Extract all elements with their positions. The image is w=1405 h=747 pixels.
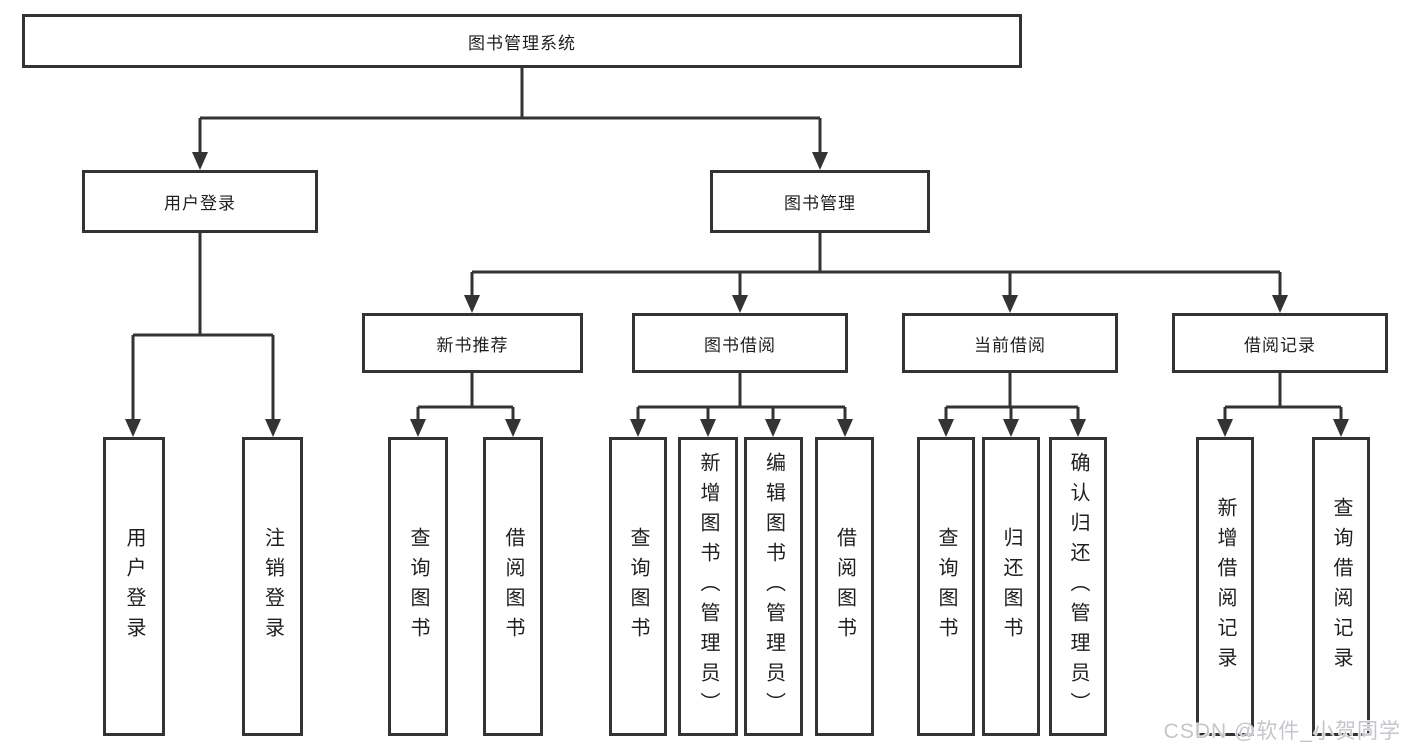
leaf-current-return-label: 归还图书 xyxy=(1000,526,1022,647)
leaf-current-confirm-admin: 确认归还（管理员） xyxy=(1049,437,1107,736)
leaf-borrow-edit-admin-label: 编辑图书（管理员） xyxy=(762,451,785,722)
leaf-borrow-query: 查询图书 xyxy=(609,437,667,736)
leaf-newbook-borrow: 借阅图书 xyxy=(483,437,543,736)
node-book-borrow-label: 图书借阅 xyxy=(704,335,776,355)
leaf-current-query: 查询图书 xyxy=(917,437,975,736)
leaf-newbook-query-label: 查询图书 xyxy=(407,526,429,647)
leaf-current-confirm-admin-label: 确认归还（管理员） xyxy=(1067,451,1089,722)
leaf-logout: 注销登录 xyxy=(242,437,303,736)
node-root: 图书管理系统 xyxy=(22,14,1022,68)
leaf-logout-label: 注销登录 xyxy=(261,526,284,647)
leaf-borrow-query-label: 查询图书 xyxy=(627,526,649,647)
node-user-login-label: 用户登录 xyxy=(164,194,236,213)
leaf-borrow-add-admin-label: 新增图书（管理员） xyxy=(697,451,719,722)
leaf-record-add: 新增借阅记录 xyxy=(1196,437,1254,736)
leaf-newbook-borrow-label: 借阅图书 xyxy=(502,526,524,647)
csdn-watermark: CSDN @软件_小贺同学 xyxy=(1163,720,1401,743)
node-new-book-recommend: 新书推荐 xyxy=(362,313,583,373)
leaf-current-return: 归还图书 xyxy=(982,437,1040,736)
leaf-newbook-query: 查询图书 xyxy=(388,437,448,736)
leaf-borrow-add-admin: 新增图书（管理员） xyxy=(678,437,738,736)
node-borrow-records-label: 借阅记录 xyxy=(1244,335,1316,355)
leaf-record-query: 查询借阅记录 xyxy=(1312,437,1370,736)
node-book-management-label: 图书管理 xyxy=(784,194,856,213)
leaf-borrow-book: 借阅图书 xyxy=(815,437,874,736)
node-book-borrow: 图书借阅 xyxy=(632,313,848,373)
node-root-label: 图书管理系统 xyxy=(468,33,576,53)
leaf-borrow-edit-admin: 编辑图书（管理员） xyxy=(744,437,803,736)
leaf-current-query-label: 查询图书 xyxy=(935,526,957,647)
node-new-book-recommend-label: 新书推荐 xyxy=(436,335,509,355)
leaf-user-login: 用户登录 xyxy=(103,437,165,736)
node-user-login: 用户登录 xyxy=(82,170,318,233)
node-current-borrow-label: 当前借阅 xyxy=(974,335,1046,355)
node-borrow-records: 借阅记录 xyxy=(1172,313,1388,373)
leaf-record-add-label: 新增借阅记录 xyxy=(1214,496,1236,677)
node-book-management: 图书管理 xyxy=(710,170,930,233)
node-current-borrow: 当前借阅 xyxy=(902,313,1118,373)
leaf-borrow-book-label: 借阅图书 xyxy=(833,526,856,647)
leaf-record-query-label: 查询借阅记录 xyxy=(1330,496,1352,677)
leaf-user-login-label: 用户登录 xyxy=(123,526,145,647)
